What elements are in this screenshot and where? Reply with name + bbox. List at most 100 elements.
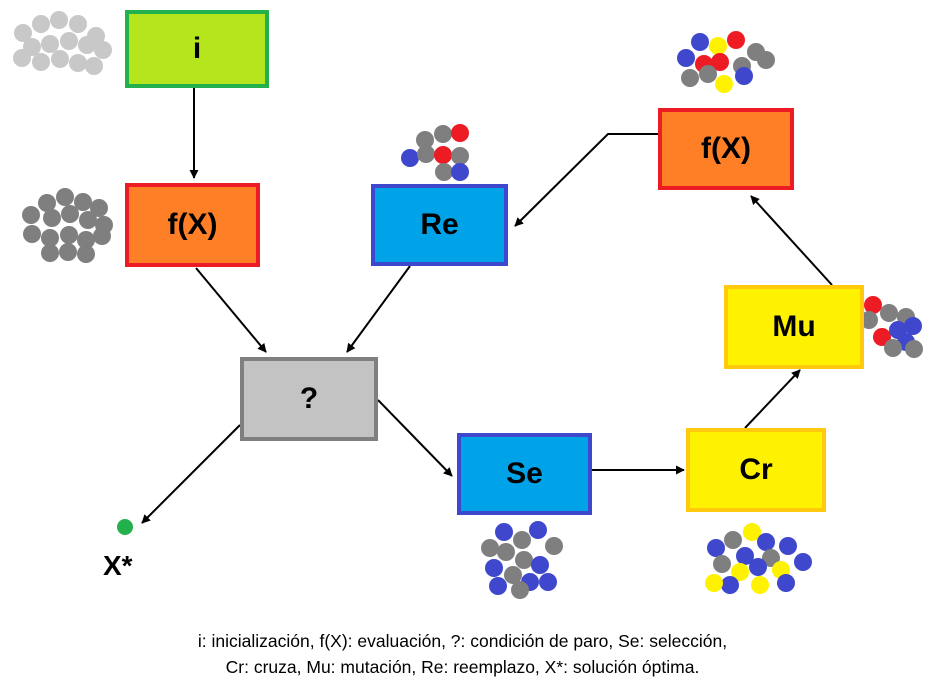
population-dot	[417, 145, 435, 163]
population-dot	[515, 551, 533, 569]
population-dot	[727, 31, 745, 49]
population-dot	[481, 539, 499, 557]
population-dot	[32, 53, 50, 71]
population-dot	[94, 41, 112, 59]
population-dot	[531, 556, 549, 574]
arrow-eval-to-replace	[514, 133, 658, 227]
legend-line-1: i: inicialización, f(X): evaluación, ?: …	[197, 631, 728, 651]
population-dot	[78, 36, 96, 54]
mutated-population	[860, 296, 923, 358]
population-dot	[724, 531, 742, 549]
population-dot	[451, 163, 469, 181]
population-dot	[691, 33, 709, 51]
population-dot	[504, 566, 522, 584]
population-dot	[13, 49, 31, 67]
population-dot	[777, 574, 795, 592]
node-evaluation-1: f(X)	[125, 183, 260, 267]
population-dot	[451, 147, 469, 165]
arrows	[141, 88, 833, 524]
population-dot	[884, 339, 902, 357]
population-dot	[41, 244, 59, 262]
population-dot	[69, 54, 87, 72]
crossover-population	[705, 523, 812, 594]
population-dot	[59, 243, 77, 261]
arrow-stop-to-optimum	[141, 424, 241, 524]
population-dot	[731, 563, 749, 581]
node-mutation: Mu	[724, 285, 864, 369]
population-dot	[545, 537, 563, 555]
population-dot	[743, 523, 761, 541]
population-dot	[529, 521, 547, 539]
population-dot	[905, 340, 923, 358]
node-initialization-label: i	[192, 32, 202, 65]
population-dot	[22, 206, 40, 224]
population-dot	[751, 576, 769, 594]
population-dots	[13, 11, 923, 599]
node-selection-label: Se	[506, 457, 543, 490]
population-dot	[705, 574, 723, 592]
population-dot	[709, 37, 727, 55]
population-dot	[434, 125, 452, 143]
population-dot	[794, 553, 812, 571]
population-dot	[489, 577, 507, 595]
population-dot	[713, 555, 731, 573]
population-dot	[77, 245, 95, 263]
population-dot	[762, 549, 780, 567]
arrow-cross-to-mutate	[744, 369, 801, 429]
arrow-replace-to-stop	[346, 265, 411, 353]
population-dot	[56, 188, 74, 206]
population-dot	[707, 539, 725, 557]
population-dot	[779, 537, 797, 555]
population-dot	[539, 573, 557, 591]
replacement-population	[401, 124, 469, 181]
legend-line-2: Cr: cruza, Mu: mutación, Re: reemplazo, …	[225, 657, 700, 677]
evaluated-offspring	[677, 31, 775, 93]
population-dot	[495, 523, 513, 541]
population-dot	[51, 50, 69, 68]
node-replacement: Re	[371, 184, 508, 266]
population-dot	[497, 543, 515, 561]
population-dot	[511, 581, 529, 599]
population-dot	[735, 67, 753, 85]
population-dot	[41, 35, 59, 53]
population-dot	[711, 53, 729, 71]
population-dot	[757, 533, 775, 551]
node-initialization: i	[125, 10, 269, 88]
population-dot	[721, 576, 739, 594]
population-dot	[451, 124, 469, 142]
arrow-eval-to-stop	[195, 267, 267, 353]
population-dot	[749, 558, 767, 576]
population-dot	[85, 57, 103, 75]
population-dot	[736, 547, 754, 565]
population-dot	[60, 226, 78, 244]
population-dot	[79, 211, 97, 229]
node-replacement-label: Re	[420, 208, 459, 241]
population-dot	[14, 24, 32, 42]
population-dot	[69, 15, 87, 33]
population-dot	[90, 199, 108, 217]
population-dot	[32, 15, 50, 33]
population-dot	[873, 328, 891, 346]
population-dot	[38, 194, 56, 212]
population-dot	[401, 149, 419, 167]
population-dot	[513, 531, 531, 549]
population-dot	[904, 317, 922, 335]
population-dot	[60, 32, 78, 50]
arrow-stop-to-select	[377, 399, 453, 477]
population-dot	[864, 296, 882, 314]
node-selection: Se	[457, 433, 592, 515]
population-dot	[485, 559, 503, 577]
population-dot	[677, 49, 695, 67]
population-dot	[43, 209, 61, 227]
initial-population	[13, 11, 112, 75]
node-evaluation-2-label: f(X)	[701, 132, 751, 165]
evaluated-population	[22, 188, 113, 263]
optimal-solution-dot	[117, 519, 133, 535]
population-dot	[880, 304, 898, 322]
node-crossover: Cr	[686, 428, 826, 512]
population-dot	[93, 227, 111, 245]
selected-population	[481, 521, 563, 599]
population-dot	[61, 205, 79, 223]
population-dot	[435, 163, 453, 181]
